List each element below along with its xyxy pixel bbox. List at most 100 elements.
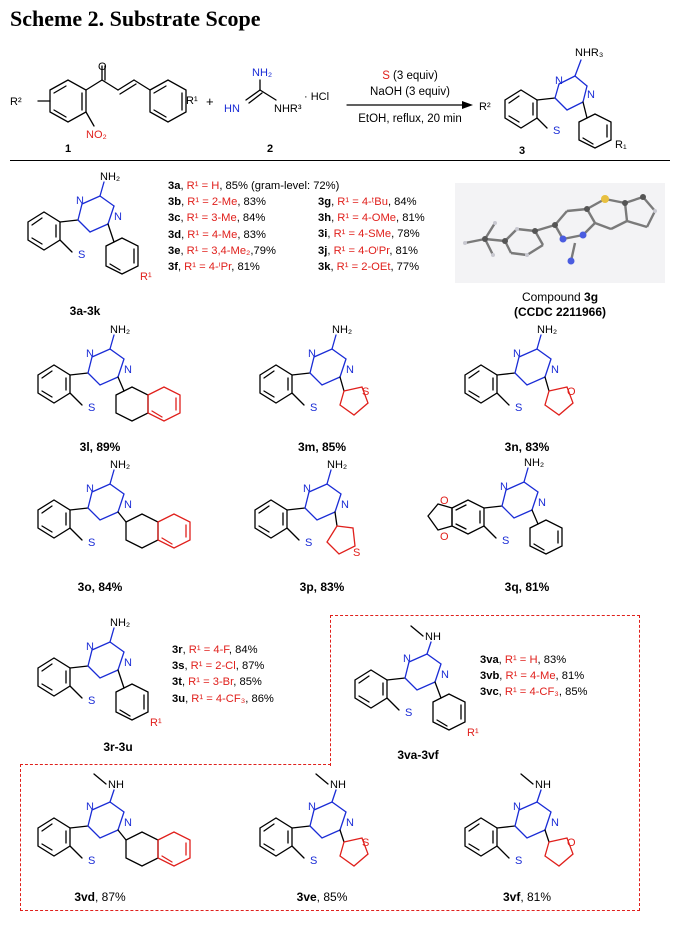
hcl-label: · HCl	[304, 91, 329, 103]
r2-label: R²	[10, 96, 22, 108]
n3-label: N	[538, 497, 546, 509]
r1-label: R¹	[140, 271, 152, 283]
product-r2-label: R²	[479, 101, 491, 113]
crystal-caption: Compound 3g	[521, 290, 599, 304]
entry-3u: 3u, R¹ = 4-CF₃, 86%	[172, 692, 274, 705]
thiophene-s-label: S	[362, 386, 369, 398]
guanidine-hn-label: HN	[224, 103, 240, 115]
entry-3c: 3c, R¹ = 3-Me, 84%	[168, 212, 266, 225]
entry-3e: 3e, R¹ = 3,4-Me₂,79%	[168, 244, 276, 257]
entries-3a-3f: 3a, R¹ = H, 85% (gram-level: 72%) 3b, R¹…	[168, 178, 339, 275]
scheme-divider	[10, 160, 670, 161]
caption-3n: 3n, 83%	[504, 440, 550, 454]
caption-3l: 3l, 89%	[79, 440, 121, 454]
s-label: S	[310, 855, 317, 867]
product-n3-label: N	[587, 89, 595, 101]
n3-label: N	[551, 364, 559, 376]
r1-label: R¹	[150, 717, 162, 729]
dashed-box-step	[20, 764, 331, 765]
n1-label: N	[303, 483, 311, 495]
product-nhr3-label: NHR₃	[575, 47, 603, 59]
structure-3q: O O NH₂ N N S	[427, 457, 563, 555]
n1-label: N	[86, 801, 94, 813]
r1-label: R¹	[186, 95, 198, 107]
entries-3g-3k: 3g, R¹ = 4-ᵗBu, 84% 3h, R¹ = 4-OMe, 81% …	[318, 194, 425, 275]
label-3va-3vf: 3va-3vf	[397, 748, 439, 762]
no2-label: NO₂	[86, 129, 107, 141]
entry-3b: 3b, R¹ = 2-Me, 83%	[168, 196, 266, 209]
entry-3d: 3d, R¹ = 4-Me, 83%	[168, 228, 266, 241]
entry-3i: 3i, R¹ = 4-SMe, 78%	[318, 228, 420, 241]
structure-3n: NH₂ N N S O	[464, 324, 576, 416]
reagent-1-structure: O R² NO₂ R¹ 1	[10, 61, 198, 155]
thiophene-s-label: S	[353, 547, 360, 559]
n3-label: N	[346, 817, 354, 829]
product-number: 3	[519, 145, 525, 157]
crystal-structure-image	[455, 183, 665, 283]
product-r1-label: R₁	[615, 139, 627, 151]
nh-label: NH	[108, 779, 124, 791]
s-label: S	[88, 537, 95, 549]
caption-3o: 3o, 84%	[77, 580, 123, 594]
s-label: S	[515, 855, 522, 867]
furan-o-label: O	[567, 386, 576, 398]
entry-3g: 3g, R¹ = 4-ᵗBu, 84%	[318, 196, 417, 208]
caption-3vd: 3vd, 87%	[74, 890, 126, 904]
s-label: S	[515, 402, 522, 414]
n3-label: N	[114, 211, 122, 223]
entry-3t: 3t, R¹ = 3-Br, 85%	[172, 676, 262, 689]
caption-3m: 3m, 85%	[297, 440, 347, 454]
n3-label: N	[124, 499, 132, 511]
n1-label: N	[86, 348, 94, 360]
n3-label: N	[441, 669, 449, 681]
product-s-label: S	[553, 125, 560, 137]
entry-3a: 3a, R¹ = H, 85% (gram-level: 72%)	[168, 180, 340, 192]
n1-label: N	[86, 641, 94, 653]
n1-label: N	[86, 483, 94, 495]
n1-label: N	[500, 481, 508, 493]
structure-3l: NH₂ N N S	[37, 324, 181, 422]
n1-label: N	[76, 195, 84, 207]
entry-3s: 3s, R¹ = 2-Cl, 87%	[172, 660, 265, 673]
structure-3va-3vf: NH N N S R¹	[354, 625, 479, 739]
reagent-2-structure: NH₂ HN NHR³ · HCl 2	[224, 67, 329, 155]
caption-3q: 3q, 81%	[504, 580, 550, 594]
dashed-box-bottom	[20, 764, 640, 911]
entry-3f: 3f, R¹ = 4-ⁱPr, 81%	[168, 261, 260, 274]
nh2-label: NH₂	[537, 324, 557, 336]
structure-3o: NH₂ N N S	[37, 459, 191, 549]
caption-3ve: 3ve, 85%	[296, 890, 348, 904]
n3-label: N	[124, 817, 132, 829]
caption-3p: 3p, 83%	[299, 580, 345, 594]
n1-label: N	[513, 801, 521, 813]
structure-3p: NH₂ N N S S	[254, 459, 360, 559]
nh2-label: NH₂	[110, 617, 130, 629]
entries-3va-3vc: 3va, R¹ = H, 83% 3vb, R¹ = 4-Me, 81% 3vc…	[480, 652, 587, 701]
plus-sign: +	[206, 94, 214, 109]
nh-label: NH	[330, 779, 346, 791]
guanidine-nh2-label: NH₂	[252, 67, 272, 79]
reagent-2-number: 2	[267, 143, 273, 155]
s-label: S	[310, 402, 317, 414]
r1-label: R¹	[467, 727, 479, 739]
structure-3a-3k: NH₂ N N S R¹	[27, 171, 152, 283]
carbonyl-o-label: O	[98, 61, 107, 73]
crystal-ccdc: (CCDC 2211966)	[513, 305, 607, 319]
product-3-structure: NHR₃ N N S R² R₁ 3	[479, 47, 627, 157]
guanidine-nhr3-label: NHR³	[274, 103, 302, 115]
label-3a-3k: 3a-3k	[69, 304, 101, 318]
s-label: S	[88, 402, 95, 414]
n3-label: N	[341, 499, 349, 511]
nh2-label: NH₂	[327, 459, 347, 471]
condition-sulfur: S (3 equiv)	[382, 70, 438, 82]
entry-3vb: 3vb, R¹ = 4-Me, 81%	[480, 670, 585, 683]
structure-3m: NH₂ N N S S	[259, 324, 369, 416]
dioxole-o1-label: O	[440, 495, 449, 507]
s-label: S	[88, 855, 95, 867]
entries-3r-3u: 3r, R¹ = 4-F, 84% 3s, R¹ = 2-Cl, 87% 3t,…	[172, 642, 274, 707]
n3-label: N	[346, 364, 354, 376]
entry-3k: 3k, R¹ = 2-OEt, 77%	[318, 260, 420, 273]
nh-label: NH	[425, 631, 441, 643]
n1-label: N	[308, 348, 316, 360]
s-label: S	[78, 249, 85, 261]
